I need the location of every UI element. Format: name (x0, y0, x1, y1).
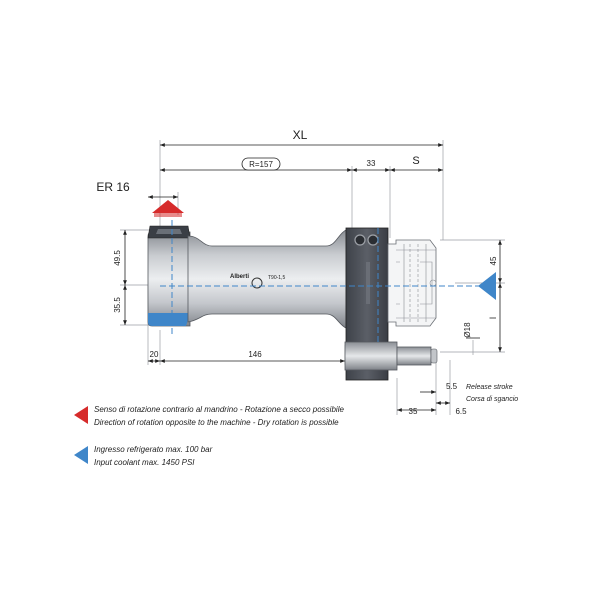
dim-6-5: 6.5 (455, 407, 467, 416)
body-brand-text: Alberti (230, 274, 249, 280)
coolant-outlet-face (148, 313, 190, 326)
shank (387, 239, 437, 327)
dim-radius: R=157 (249, 160, 273, 169)
drive-pin (396, 346, 432, 366)
tool-body: Alberti T90-1,5 (147, 225, 438, 381)
flange-screw-1 (354, 234, 366, 246)
dim-45: 45 (489, 256, 498, 265)
rotation-direction-marker (152, 200, 184, 213)
body-marking-circle (251, 277, 263, 289)
dim-35: 35 (409, 407, 418, 416)
dim-49-5: 49.5 (113, 250, 122, 266)
dim-l: l (488, 317, 498, 319)
collet-nut (147, 231, 191, 327)
dim-dia18: Ø18 (463, 322, 472, 338)
legend-coolant-it: Ingresso refrigerato max. 100 bar (94, 445, 213, 454)
dim-xl: XL (293, 128, 308, 142)
drive-pin-base (344, 341, 398, 371)
dim-20: 20 (150, 350, 159, 359)
body-neck (187, 229, 347, 329)
dim-35-5: 35.5 (113, 297, 122, 313)
legend: Senso di rotazione contrario al mandrino… (74, 405, 344, 467)
legend-rotation-it: Senso di rotazione contrario al mandrino… (94, 405, 344, 414)
radius-callout-box (241, 157, 281, 171)
center-lines (160, 220, 490, 345)
legend-red-triangle-icon (74, 406, 88, 424)
dim-5-5: 5.5 (446, 382, 458, 391)
legend-rotation-en: Direction of rotation opposite to the ma… (94, 418, 339, 427)
dim-s: S (412, 155, 419, 167)
dim-33: 33 (367, 159, 376, 168)
release-stroke-label: Release stroke (466, 384, 513, 391)
body-model-text: T90-1,5 (268, 275, 285, 281)
dim-er16: ER 16 (96, 180, 130, 194)
flange-screw-2 (367, 234, 379, 246)
dimension-lines (123, 143, 502, 412)
legend-coolant-en: Input coolant max. 1450 PSI (94, 458, 195, 467)
coolant-inlet-marker (478, 272, 496, 300)
release-stroke-label-it: Corsa di sgancio (466, 396, 518, 403)
legend-blue-triangle-icon (74, 446, 88, 464)
dim-146: 146 (248, 350, 262, 359)
